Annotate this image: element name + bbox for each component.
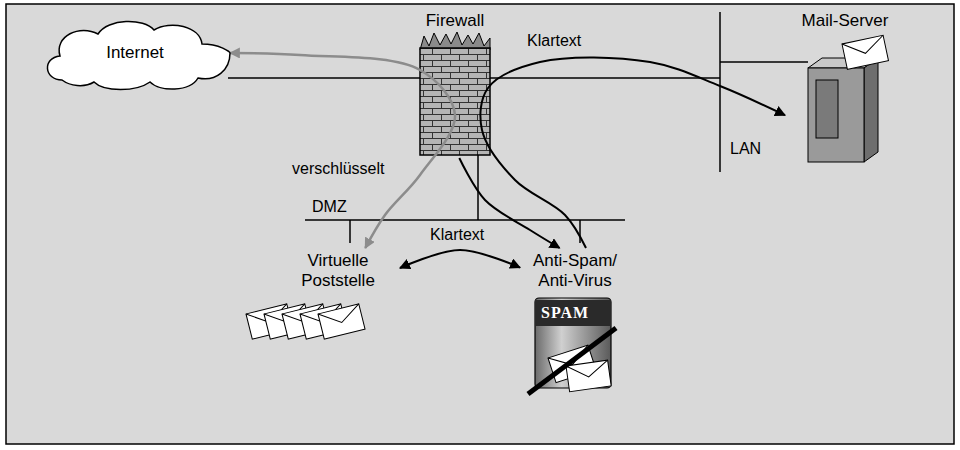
edge-label: verschlüsselt: [290, 160, 386, 178]
server-icon: [808, 35, 888, 162]
server-node: Mail-Server: [785, 8, 905, 168]
node-text: Virtuelle Poststelle: [280, 251, 396, 291]
dmz-drop: [349, 220, 351, 243]
node-text: Internet: [106, 43, 164, 63]
envelope: [842, 35, 888, 69]
envelope: [318, 304, 365, 339]
brick-wall: [420, 48, 490, 155]
lan-drop: [720, 61, 808, 63]
frame: [6, 4, 954, 444]
network-name: LAN: [730, 140, 761, 158]
cloud-node: Internet: [40, 14, 230, 92]
server-front: [808, 68, 864, 162]
envelope: [566, 360, 611, 392]
spam-can: [528, 298, 616, 394]
strike-line: [528, 328, 616, 394]
cloud-outline: [47, 21, 230, 89]
server-side: [864, 58, 878, 162]
node-text: Firewall: [416, 11, 494, 31]
network-name: DMZ: [312, 198, 347, 216]
dmz-drop: [477, 155, 479, 220]
node-text: Mail-Server: [789, 11, 901, 31]
connector: [230, 53, 455, 248]
firewall-node: Firewall: [412, 8, 498, 158]
node-text: Anti-Spam/ Anti-Virus: [524, 251, 626, 291]
edge-label: Klartext: [525, 32, 583, 50]
lan-line: [719, 12, 721, 172]
envelope-stack: [246, 304, 365, 339]
connector: [400, 250, 520, 268]
server-panel: [816, 80, 838, 138]
mailbox-node: Virtuelle Poststelle: [276, 248, 400, 348]
connector: [480, 57, 785, 248]
edge-label: Klartext: [428, 226, 486, 244]
can-text: SPAM: [541, 304, 589, 322]
dmz-line: [305, 219, 625, 221]
firewall-icon: [420, 32, 490, 155]
can-label: [535, 300, 611, 326]
